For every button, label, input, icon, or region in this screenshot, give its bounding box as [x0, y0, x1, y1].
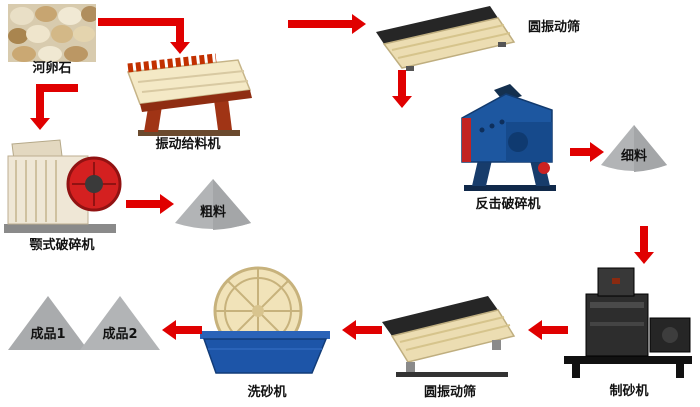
circular-screen-top-label: 圆振动筛: [528, 20, 581, 35]
coarse-material-label: 粗料: [199, 205, 226, 220]
impact-crusher-label: 反击破碎机: [475, 197, 541, 212]
vibrating-feeder-label: 振动给料机: [155, 137, 221, 152]
jaw-crusher-illustration: [2, 136, 122, 236]
product-2-pile: [78, 294, 162, 352]
river-pebbles-photo: [8, 4, 96, 62]
sand-washer-illustration: [198, 265, 336, 380]
sand-maker-label: 制砂机: [609, 384, 649, 399]
circular-screen-bottom-label: 圆振动筛: [423, 385, 476, 400]
sand-maker-illustration: [560, 260, 698, 380]
sand-washer-label: 洗砂机: [247, 385, 287, 400]
impact-crusher-illustration: [448, 82, 568, 194]
fine-material-cone: [598, 124, 670, 174]
circular-screen-top-illustration: [372, 2, 524, 72]
coarse-material-cone: [172, 178, 254, 232]
vibrating-feeder-illustration: [118, 52, 258, 138]
product-2-label: 成品2: [102, 327, 138, 342]
product-1-label: 成品1: [30, 327, 66, 342]
circular-screen-bottom-illustration: [376, 288, 524, 378]
pebbles-label: 河卵石: [32, 61, 72, 76]
fine-material-label: 细料: [620, 149, 647, 164]
jaw-crusher-label: 颚式破碎机: [29, 238, 95, 253]
product-1-pile: [6, 294, 90, 352]
